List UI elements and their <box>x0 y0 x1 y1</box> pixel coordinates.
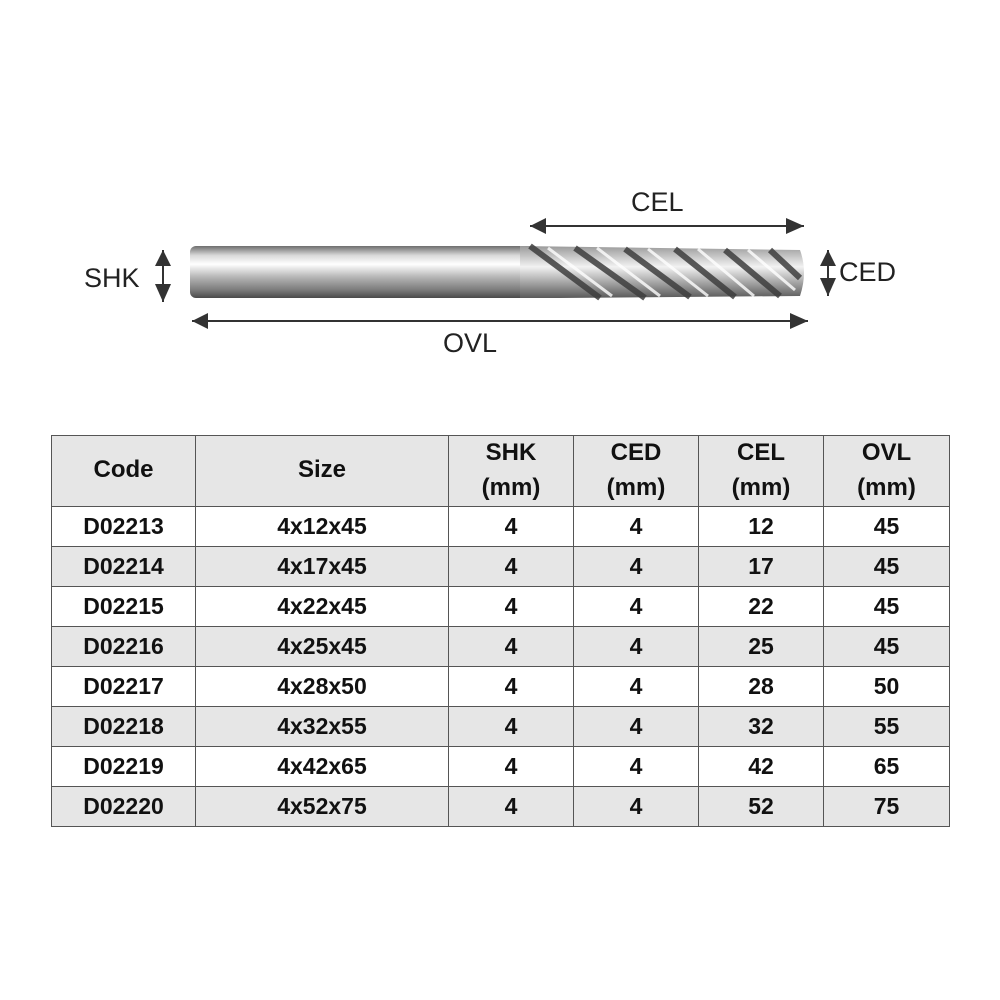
cell-shk: 4 <box>448 705 574 747</box>
cell-shk: 4 <box>448 745 574 787</box>
cell-ced: 4 <box>573 545 699 587</box>
cell-cel: 32 <box>698 705 824 747</box>
ovl-label: OVL <box>443 328 498 358</box>
cell-ovl: 45 <box>823 545 950 587</box>
cell-size: 4x17x45 <box>195 545 449 587</box>
header-ovl: OVL(mm) <box>823 435 950 507</box>
cell-size: 4x12x45 <box>195 505 449 547</box>
cell-code: D02219 <box>51 745 196 787</box>
cell-cel: 25 <box>698 625 824 667</box>
cel-label: CEL <box>631 187 684 217</box>
header-shk: SHK(mm) <box>448 435 574 507</box>
cell-cel: 22 <box>698 585 824 627</box>
cell-ovl: 55 <box>823 705 950 747</box>
cell-ced: 4 <box>573 665 699 707</box>
cell-ovl: 45 <box>823 585 950 627</box>
cell-shk: 4 <box>448 585 574 627</box>
cell-cel: 12 <box>698 505 824 547</box>
cell-ced: 4 <box>573 705 699 747</box>
header-ced: CED(mm) <box>573 435 699 507</box>
cell-ovl: 45 <box>823 625 950 667</box>
cell-ovl: 45 <box>823 505 950 547</box>
cell-code: D02220 <box>51 785 196 827</box>
cutting-flutes <box>520 243 804 301</box>
shk-label: SHK <box>84 263 140 293</box>
table-header-row: Code Size SHK(mm) CED(mm) CEL(mm) OVL(mm… <box>51 435 950 507</box>
cell-code: D02216 <box>51 625 196 667</box>
cell-cel: 17 <box>698 545 824 587</box>
cell-ovl: 50 <box>823 665 950 707</box>
cell-size: 4x52x75 <box>195 785 449 827</box>
shank <box>190 246 535 298</box>
end-mill-diagram: SHK CED CEL OVL <box>0 0 1000 400</box>
cell-ovl: 75 <box>823 785 950 827</box>
cell-code: D02218 <box>51 705 196 747</box>
cell-ovl: 65 <box>823 745 950 787</box>
cell-ced: 4 <box>573 785 699 827</box>
cell-cel: 52 <box>698 785 824 827</box>
ced-label: CED <box>839 257 897 287</box>
cell-cel: 42 <box>698 745 824 787</box>
cell-shk: 4 <box>448 505 574 547</box>
cell-ced: 4 <box>573 625 699 667</box>
cell-cel: 28 <box>698 665 824 707</box>
specification-table: Code Size SHK(mm) CED(mm) CEL(mm) OVL(mm… <box>51 435 950 827</box>
header-cel: CEL(mm) <box>698 435 824 507</box>
cell-size: 4x25x45 <box>195 625 449 667</box>
cell-code: D02217 <box>51 665 196 707</box>
end-mill-drawing <box>155 218 836 329</box>
cell-ced: 4 <box>573 505 699 547</box>
header-size: Size <box>195 435 449 507</box>
cell-shk: 4 <box>448 545 574 587</box>
cell-code: D02214 <box>51 545 196 587</box>
cell-code: D02215 <box>51 585 196 627</box>
cell-shk: 4 <box>448 665 574 707</box>
cell-ced: 4 <box>573 585 699 627</box>
cell-size: 4x28x50 <box>195 665 449 707</box>
cell-ced: 4 <box>573 745 699 787</box>
cell-size: 4x32x55 <box>195 705 449 747</box>
cell-code: D02213 <box>51 505 196 547</box>
header-code: Code <box>51 435 196 507</box>
cell-size: 4x42x65 <box>195 745 449 787</box>
cell-size: 4x22x45 <box>195 585 449 627</box>
cell-shk: 4 <box>448 625 574 667</box>
cell-shk: 4 <box>448 785 574 827</box>
